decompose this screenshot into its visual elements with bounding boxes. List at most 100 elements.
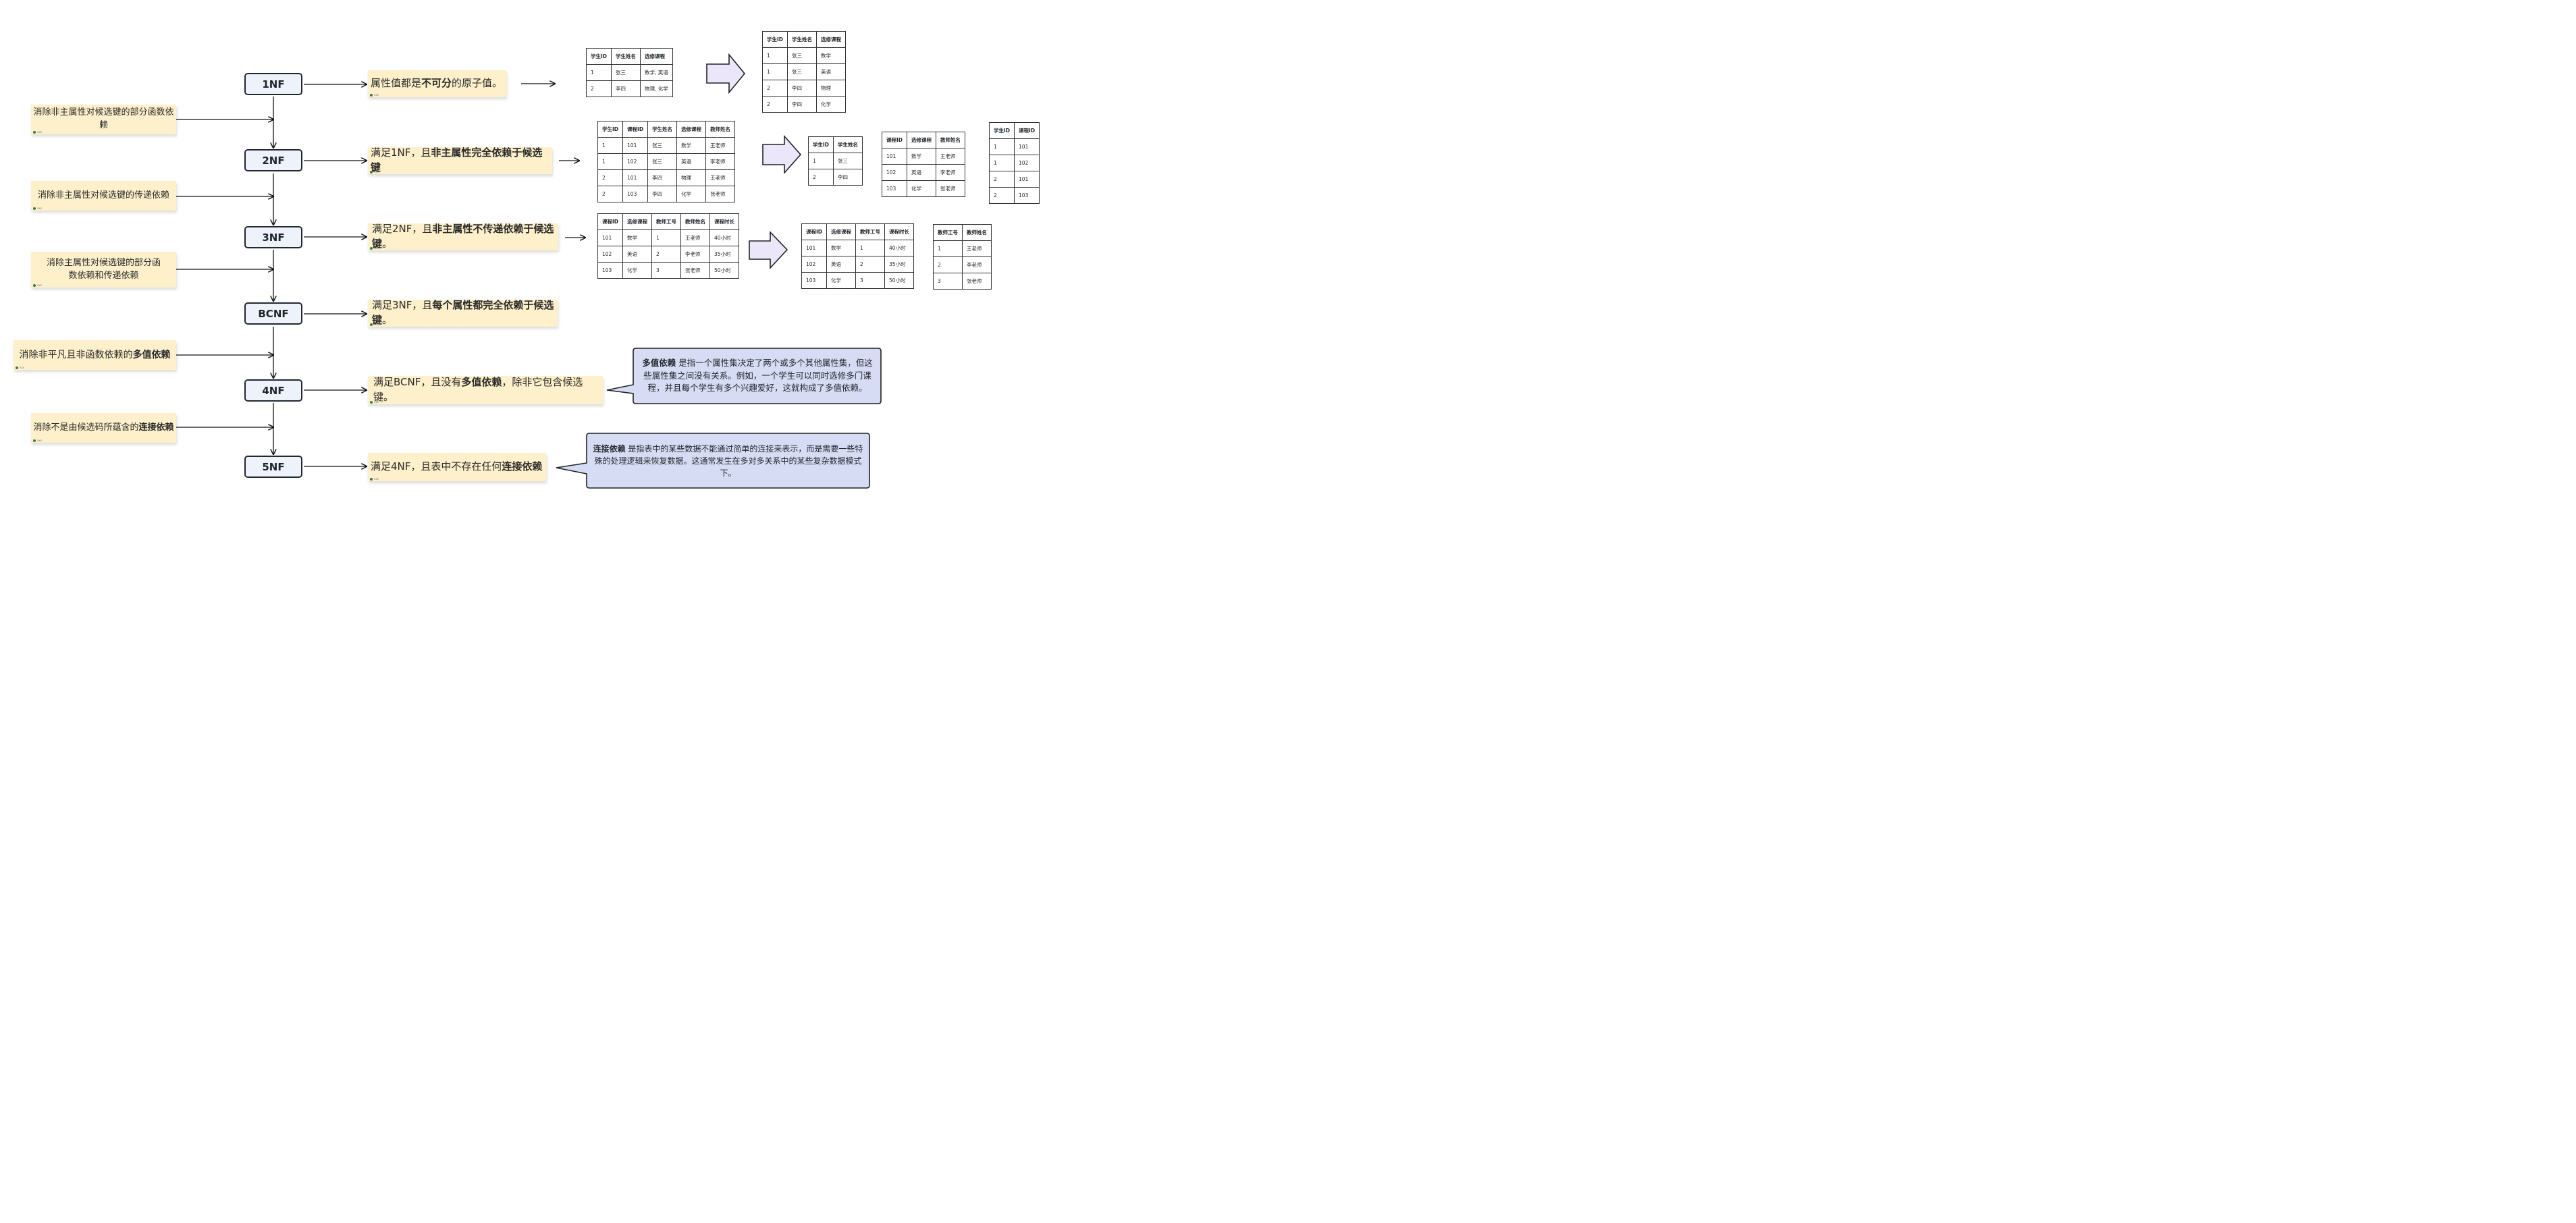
sticky-tag: xxx xyxy=(370,247,379,250)
table-cell: 40小时 xyxy=(709,229,740,246)
column-header: 选修课程 xyxy=(816,31,847,48)
table-cell: 2 xyxy=(933,256,963,273)
table-cell: 李老师 xyxy=(680,246,711,263)
column-header: 选修课程 xyxy=(826,223,857,240)
table-cell: 李老师 xyxy=(962,256,992,273)
note-eliminate-partial-dependency[interactable]: 消除非主属性对候选键的部分函数依赖 xxx xyxy=(31,105,176,134)
def-bcnf[interactable]: 满足3NF，且每个属性都完全依赖于候选键。 xxx xyxy=(368,299,558,327)
table-cell: 张老师 xyxy=(705,186,736,202)
table-cell: 103 xyxy=(597,262,624,279)
column-header: 教师工号 xyxy=(855,223,886,240)
node-4nf[interactable]: 4NF xyxy=(244,379,302,402)
column-header: 学生姓名 xyxy=(611,48,641,65)
table-cell: 化学 xyxy=(676,186,707,202)
table-cell: 1 xyxy=(807,153,834,169)
table-cell: 化学 xyxy=(816,96,847,113)
def-1nf[interactable]: 属性值都是不可分的原子值。 xxx xyxy=(368,70,506,97)
table-cell: 2 xyxy=(761,96,788,113)
table-cell: 1 xyxy=(761,63,788,80)
table-cell: 化学 xyxy=(622,262,653,279)
table-cell: 数学, 英语 xyxy=(640,64,673,81)
column-header: 学生ID xyxy=(761,31,788,48)
node-5nf[interactable]: 5NF xyxy=(244,456,302,478)
table-cell: 数学 xyxy=(622,229,653,246)
note-eliminate-transitive-dependency[interactable]: 消除非主属性对候选键的传递依赖 xxx xyxy=(31,181,176,211)
column-header: 选修课程 xyxy=(640,48,673,65)
column-header: 学生ID xyxy=(807,136,834,153)
def-3nf[interactable]: 满足2NF，且非主属性不传递依赖于候选键。 xxx xyxy=(368,223,558,250)
table-cell: 35小时 xyxy=(884,256,915,273)
note-eliminate-multivalued-dependency[interactable]: 消除非平凡且非函数依赖的多值依赖 xxx xyxy=(14,340,176,370)
node-1nf[interactable]: 1NF xyxy=(244,73,302,95)
table-cell: 101 xyxy=(597,229,624,246)
sticky-tag: xxx xyxy=(370,171,379,173)
block-arrow-3 xyxy=(749,231,788,270)
node-2nf[interactable]: 2NF xyxy=(244,149,302,171)
node-bcnf[interactable]: BCNF xyxy=(244,302,302,325)
table-cell: 王老师 xyxy=(680,229,711,246)
sticky-tag: xxx xyxy=(33,439,42,442)
table-cell: 2 xyxy=(651,246,682,263)
table-cell: 张三 xyxy=(611,64,641,81)
table-cell: 1 xyxy=(597,137,624,154)
table-cell: 103 xyxy=(881,180,908,197)
column-header: 选修课程 xyxy=(907,132,937,148)
table-cell: 103 xyxy=(622,186,649,202)
table-cell: 物理, 化学 xyxy=(640,80,673,97)
table-cell: 2 xyxy=(988,187,1015,204)
table-cell: 1 xyxy=(988,138,1015,155)
table-cell: 101 xyxy=(622,169,649,186)
sticky-tag: xxx xyxy=(370,94,379,97)
table-cell: 1 xyxy=(761,47,788,64)
note-eliminate-prime-attribute-dependency[interactable]: 消除主属性对候选键的部分函数依赖和传递依赖 xxx xyxy=(31,252,176,288)
column-header: 学生姓名 xyxy=(647,121,678,138)
table-cell: 李老师 xyxy=(705,153,736,170)
table-cell: 102 xyxy=(597,246,624,263)
table-cell: 101 xyxy=(1014,171,1040,188)
table-cell: 李四 xyxy=(787,96,817,113)
column-header: 教师姓名 xyxy=(936,132,966,148)
table-cell: 王老师 xyxy=(936,148,966,165)
column-header: 学生姓名 xyxy=(787,31,817,48)
table-cell: 张三 xyxy=(787,47,817,64)
column-header: 教师姓名 xyxy=(962,224,992,241)
column-header: 课程ID xyxy=(801,223,828,240)
table-cell: 王老师 xyxy=(705,137,736,154)
note-eliminate-join-dependency[interactable]: 消除不是由候选码所蕴含的连接依赖 xxx xyxy=(31,413,176,443)
table-cell: 2 xyxy=(988,171,1015,188)
table-cell: 2 xyxy=(585,80,612,97)
table-cell: 张老师 xyxy=(962,273,992,290)
def-5nf[interactable]: 满足4NF，且表中不存在任何连接依赖 xxx xyxy=(368,453,546,481)
block-arrow-2 xyxy=(762,134,802,175)
table-cell: 102 xyxy=(801,256,828,273)
table-cell: 101 xyxy=(801,240,828,256)
sticky-tag: xxx xyxy=(370,323,379,326)
def-4nf[interactable]: 满足BCNF，且没有多值依赖，除非它包含候选键。 xxx xyxy=(368,376,603,404)
table-cell: 1 xyxy=(988,155,1015,171)
node-3nf[interactable]: 3NF xyxy=(244,226,302,248)
table-cell: 李四 xyxy=(647,169,678,186)
table-cell: 1 xyxy=(585,64,612,81)
def-2nf[interactable]: 满足1NF，且非主属性完全依赖于候选键 xxx xyxy=(368,146,552,174)
